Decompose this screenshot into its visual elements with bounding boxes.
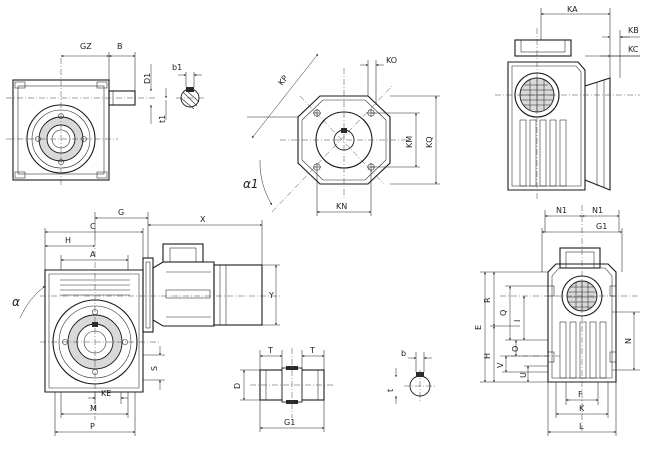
alpha-label: α [12, 295, 20, 309]
h-label: H [65, 236, 71, 245]
c-label: C [90, 222, 96, 231]
s-label: S [150, 366, 159, 371]
b-label: B [117, 42, 123, 51]
shaft-t-right-label: T [309, 346, 315, 355]
kb-label: KB [628, 26, 639, 35]
r-label: R [483, 297, 492, 303]
k-label: K [579, 404, 585, 413]
view-shaft: T T D G1 [233, 346, 335, 432]
o-label: O [511, 346, 520, 352]
a-label: A [90, 250, 96, 259]
view-top-center: KP KO KM KQ KN α1 [243, 53, 440, 216]
key-b-label: b [401, 349, 406, 358]
i-label: I [513, 320, 522, 322]
br-h-label: H [483, 353, 492, 359]
d1-label: D1 [143, 73, 152, 84]
u-label: U [519, 372, 528, 378]
n1-left-label: N1 [556, 206, 567, 215]
kn-label: KN [336, 202, 347, 211]
kc-label: KC [628, 45, 639, 54]
key-t-label: t [386, 389, 395, 392]
alpha1-label: α1 [243, 177, 259, 191]
km-label: KM [405, 136, 414, 148]
m-label: M [90, 404, 97, 413]
b1-label: b1 [172, 63, 182, 72]
view-top-left: GZ B D1 t1 b1 [6, 42, 205, 186]
shaft-t-left-label: T [267, 346, 273, 355]
e-label: E [474, 325, 483, 330]
shaft-d-label: D [233, 383, 242, 389]
view-top-right: KA KB KC [495, 5, 640, 200]
x-label: X [200, 215, 206, 224]
kq-label: KQ [425, 136, 434, 148]
g-label: G [118, 208, 124, 217]
view-bottom-right: G1 N1 N1 E R H Q I O V [474, 205, 640, 436]
view-main: G X C H A α Y S KE [12, 208, 280, 436]
t1-label: t1 [158, 115, 167, 123]
p-label: P [90, 422, 95, 431]
y-label: Y [268, 291, 274, 300]
shaft-g1-label: G1 [284, 418, 295, 427]
l-label: L [579, 422, 584, 431]
n-label: N [624, 338, 633, 344]
view-key: b t [386, 349, 436, 404]
br-g1-label: G1 [596, 222, 607, 231]
ka-label: KA [567, 5, 578, 14]
q-label: Q [499, 310, 508, 316]
v-label: V [496, 362, 505, 368]
ke-label: KE [101, 389, 111, 398]
f-label: F [578, 390, 583, 399]
ko-label: KO [386, 56, 397, 65]
kp-label: KP [276, 74, 289, 88]
n1-right-label: N1 [592, 206, 603, 215]
gz-label: GZ [80, 42, 92, 51]
